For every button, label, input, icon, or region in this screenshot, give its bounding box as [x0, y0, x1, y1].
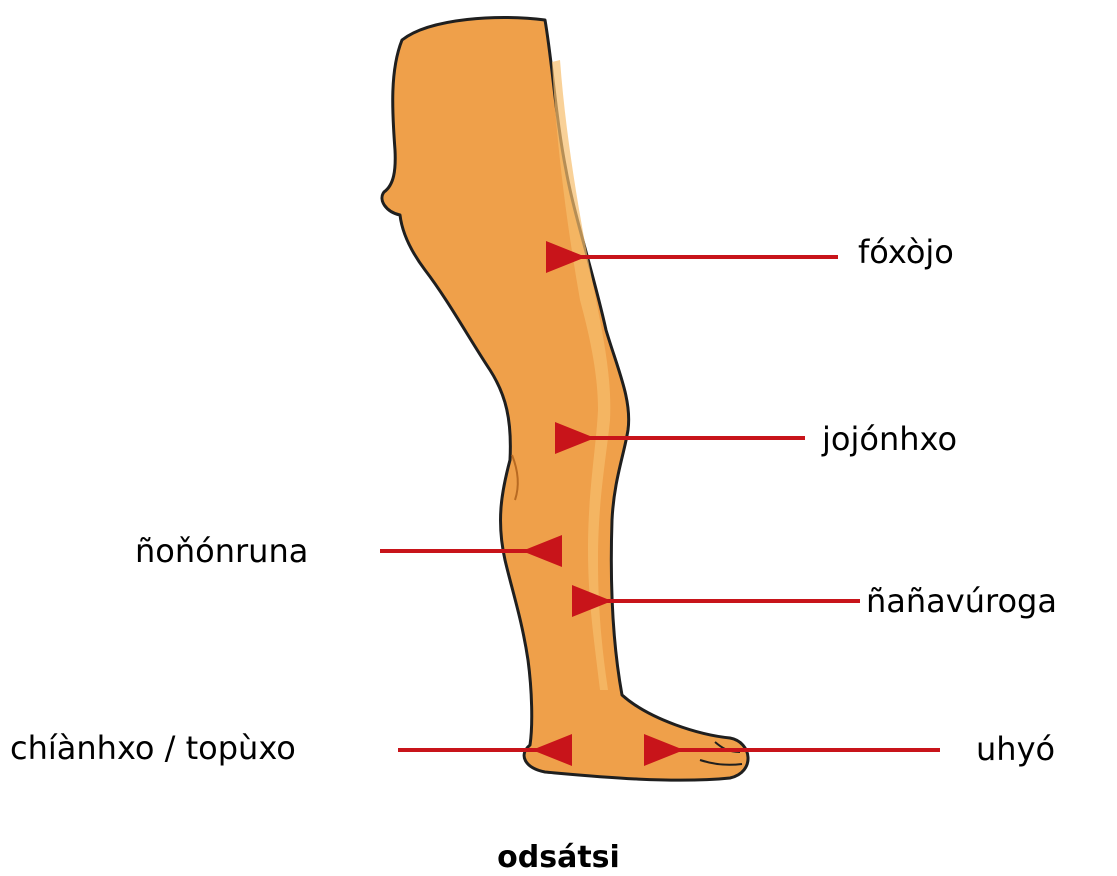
label-ankle: chíànhxo / topùxo	[10, 732, 296, 764]
label-toes: uhyó	[976, 733, 1055, 765]
label-thigh: fóxòjo	[858, 236, 954, 268]
leg-illustration	[382, 17, 748, 780]
diagram-title: odsátsi	[0, 843, 1117, 873]
label-knee: jojónhxo	[822, 423, 957, 455]
label-calf: ñoňónruna	[135, 535, 308, 567]
label-shin: ñañavúroga	[866, 585, 1057, 617]
